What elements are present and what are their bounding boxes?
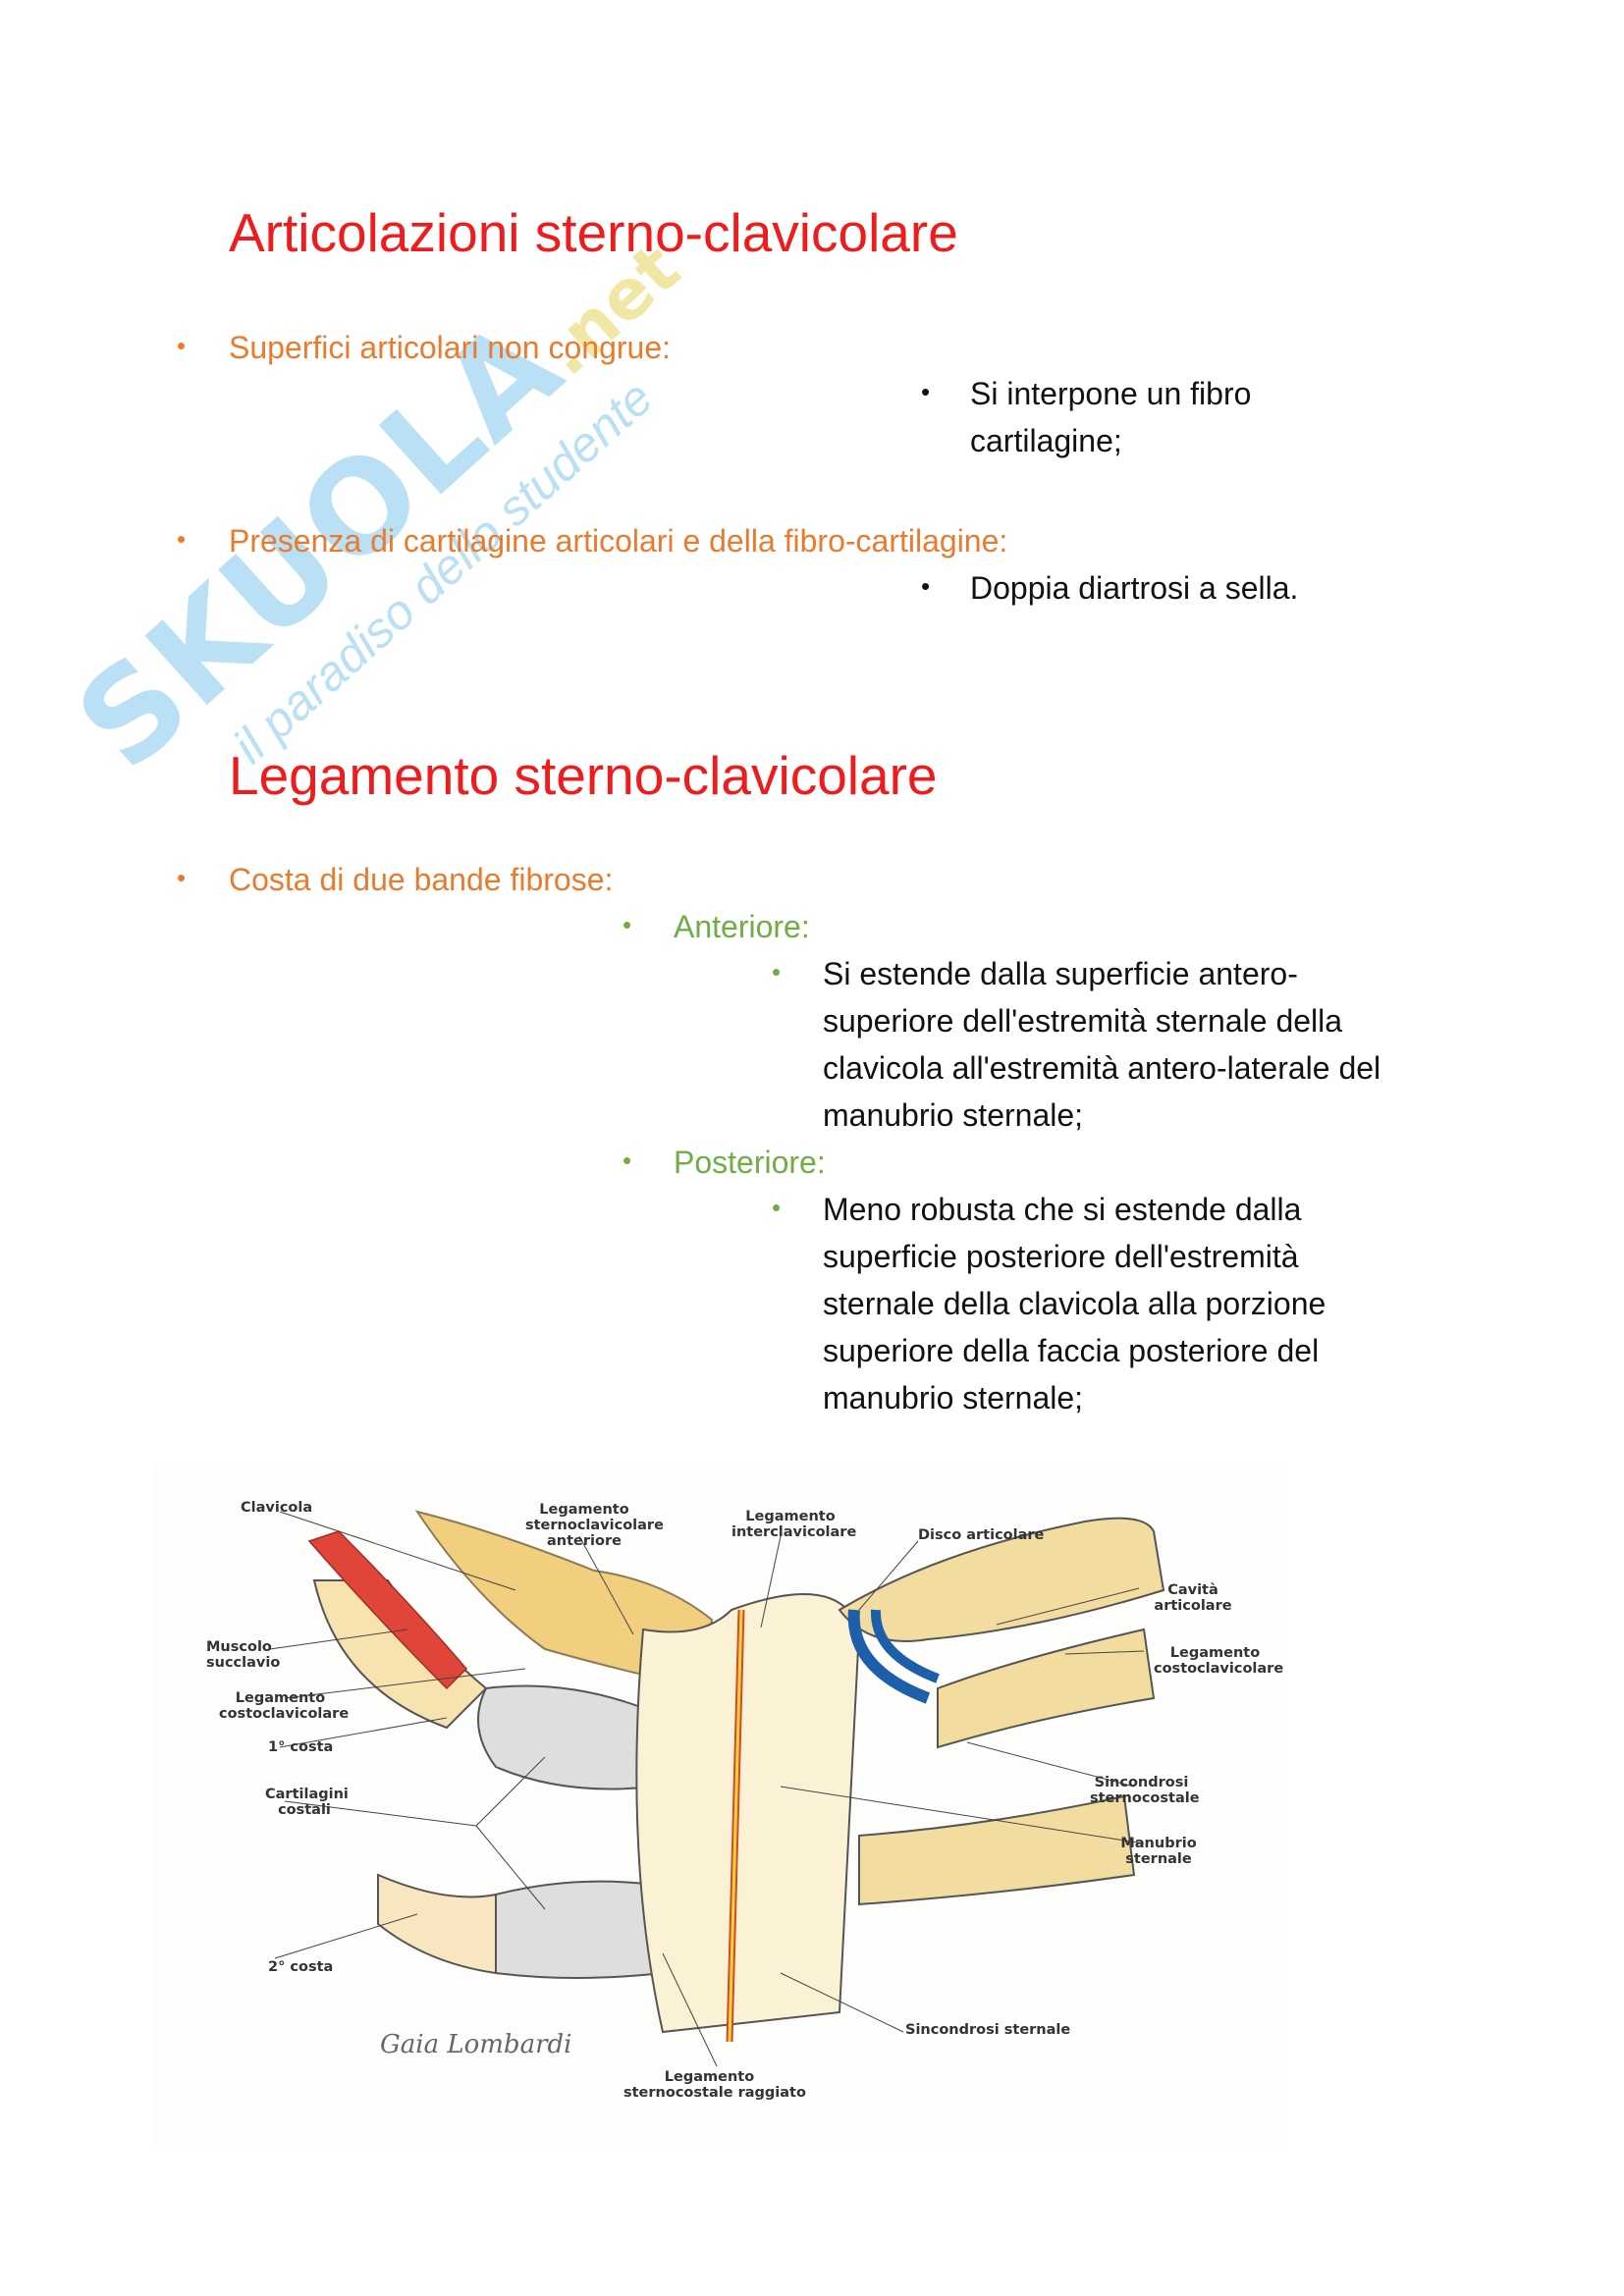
label-line: costali — [278, 1802, 331, 1818]
right-second-rib — [858, 1794, 1136, 1906]
bullet-icon: • — [772, 1193, 782, 1222]
sub-item-line: Si interpone un fibro — [970, 376, 1252, 411]
label-clavicola: Clavicola — [241, 1500, 313, 1516]
left-second-rib — [377, 1873, 497, 1975]
sub-item-line: Doppia diartrosi a sella. — [970, 570, 1299, 606]
label-disco-articolare: Disco articolare — [918, 1527, 1045, 1543]
anatomy-drawing — [269, 1510, 1165, 2067]
band-text-line: Meno robusta che si estende dalla — [823, 1192, 1302, 1227]
band-posteriore: Posteriore: — [674, 1145, 826, 1180]
label-line: sternale — [1125, 1851, 1192, 1867]
label-line: sternocostale raggiato — [623, 2085, 806, 2101]
label-line: Legamento — [235, 1690, 326, 1706]
band-text-line: sternale della clavicola alla porzione — [823, 1286, 1326, 1321]
item-superfici: Superfici articolari non congrue: — [229, 330, 672, 365]
band-text-line: superficie posteriore dell'estremità — [823, 1239, 1299, 1274]
section-title-legamento: Legamento sterno-clavicolare — [229, 745, 938, 806]
bullet-icon: • — [623, 910, 632, 939]
label-line: Cavità — [1167, 1582, 1218, 1598]
leader-lines — [269, 1511, 1145, 2067]
bullet-icon: • — [921, 377, 931, 406]
band-anteriore: Anteriore: — [674, 909, 810, 944]
label-line: succlavio — [206, 1655, 281, 1671]
right-first-rib — [937, 1628, 1156, 1749]
band-text-line: superiore della faccia posteriore del — [823, 1333, 1320, 1368]
label-line: Legamento — [745, 1509, 836, 1524]
label-line: costoclavicolare — [1154, 1661, 1284, 1677]
label-line: Legamento — [664, 2069, 755, 2085]
label-costa-2: 2° costa — [268, 1959, 334, 1975]
label-line: Muscolo — [206, 1639, 272, 1655]
label-line: costoclavicolare — [219, 1706, 350, 1722]
bullet-icon: • — [177, 331, 187, 360]
band-text-line: superiore dell'estremità sternale della — [823, 1003, 1343, 1039]
sternum-midline-inner — [728, 1609, 743, 2043]
bullet-icon: • — [177, 863, 187, 892]
label-line: Cartilagini — [265, 1787, 349, 1802]
label-sincondrosi-sternale: Sincondrosi sternale — [905, 2022, 1071, 2038]
articular-disc-inner — [870, 1609, 940, 1683]
label-line: Sincondrosi — [1094, 1775, 1189, 1790]
section-title-articolazioni: Articolazioni sterno-clavicolare — [229, 202, 958, 263]
label-line: anteriore — [547, 1533, 622, 1549]
label-line: sternocostale — [1090, 1790, 1200, 1806]
label-line: Legamento — [1169, 1645, 1261, 1661]
band-text-line: clavicola all'estremità antero-laterale … — [823, 1050, 1381, 1086]
sternum — [635, 1593, 861, 2034]
bullet-icon: • — [772, 957, 782, 987]
item-presenza: Presenza di cartilagine articolari e del… — [229, 523, 1008, 559]
label-line: Manubrio — [1120, 1836, 1197, 1851]
artist-signature: Gaia Lombardi — [380, 2030, 572, 2059]
sub-item-line: cartilagine; — [970, 423, 1122, 458]
label-costa-1: 1° costa — [268, 1739, 334, 1755]
articular-disc — [847, 1609, 931, 1704]
bullet-icon: • — [623, 1146, 632, 1175]
label-line: sternoclavicolare — [525, 1518, 664, 1533]
subclavius-muscle — [307, 1530, 468, 1690]
band-text-line: Si estende dalla superficie antero- — [823, 956, 1298, 991]
band-text-line: manubrio sternale; — [823, 1380, 1084, 1415]
band-text-line: manubrio sternale; — [823, 1097, 1084, 1133]
left-cartilage-2 — [495, 1880, 665, 1979]
left-cartilage-1 — [477, 1684, 655, 1790]
watermark: SKUOLA.net il paradiso dello studente — [49, 187, 742, 840]
right-clavicle — [838, 1517, 1165, 1642]
label-line: Legamento — [539, 1502, 629, 1518]
item-costa: Costa di due bande fibrose: — [229, 862, 614, 897]
label-line: interclavicolare — [731, 1524, 857, 1540]
label-line: articolare — [1154, 1598, 1232, 1614]
bullet-icon: • — [921, 571, 931, 601]
bullet-icon: • — [177, 524, 187, 554]
